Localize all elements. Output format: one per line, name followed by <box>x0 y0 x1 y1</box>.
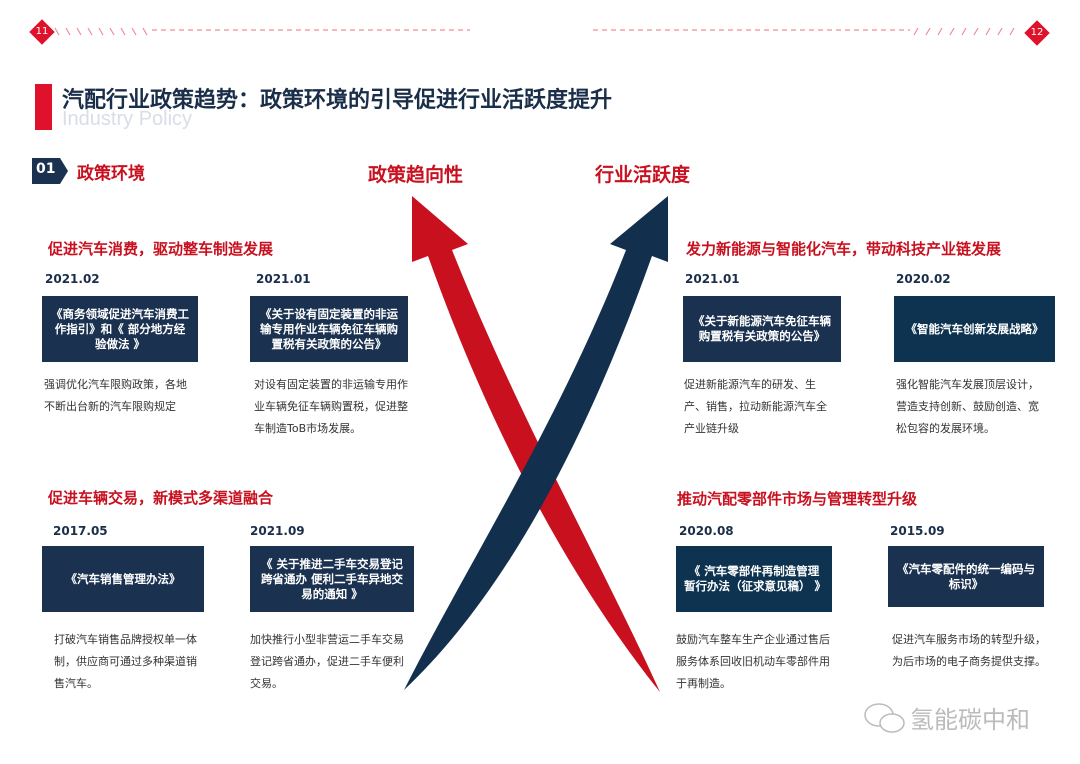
group-heading: 推动汽配零部件市场与管理转型升级 <box>677 490 918 508</box>
page-title: 汽配行业政策趋势：政策环境的引导促进行业活跃度提升 <box>62 88 613 113</box>
policy-desc: 促进新能源汽车的研发、生产、销售，拉动新能源汽车全产业链升级 <box>684 378 827 435</box>
policy-box: 《智能汽车创新发展战略》 <box>894 296 1055 362</box>
policy-box: 《 关于推进二手车交易登记跨省通办 便利二手车异地交易的通知 》 <box>250 546 414 612</box>
policy-desc: 强调优化汽车限购政策，各地不断出台新的汽车限购规定 <box>44 378 187 413</box>
page-number-left: 11 <box>35 26 49 37</box>
policy-date: 2021.01 <box>685 272 740 286</box>
title-accent-bar <box>35 84 52 130</box>
wechat-icon <box>864 703 905 733</box>
page-subtitle: Industry Policy <box>62 108 193 130</box>
policy-arrow <box>412 196 660 692</box>
policy-box: 《关于新能源汽车免征车辆购置税有关政策的公告》 <box>683 296 841 362</box>
policy-date: 2020.08 <box>679 524 734 538</box>
policy-date: 2015.09 <box>890 524 945 538</box>
page-number-right: 12 <box>1030 27 1044 38</box>
policy-date: 2020.02 <box>896 272 951 286</box>
policy-box: 《汽车零配件的统一编码与标识》 <box>888 546 1044 607</box>
section-number: 01 <box>36 161 56 177</box>
policy-desc: 对设有固定装置的非运输专用作业车辆免征车辆购置税，促进整车制造ToB市场发展。 <box>254 378 408 435</box>
section-label: 政策环境 <box>77 164 145 184</box>
policy-desc: 鼓励汽车整车生产企业通过售后服务体系回收旧机动车零部件用于再制造。 <box>676 633 830 690</box>
section-tag-shape <box>32 158 68 184</box>
policy-date: 2021.02 <box>45 272 100 286</box>
header-decoration <box>54 27 1015 36</box>
group-heading: 促进汽车消费，驱动整车制造发展 <box>48 240 274 258</box>
policy-date: 2017.05 <box>53 524 108 538</box>
policy-date: 2021.01 <box>256 272 311 286</box>
policy-date: 2021.09 <box>250 524 305 538</box>
group-heading: 发力新能源与智能化汽车，带动科技产业链发展 <box>686 240 1002 258</box>
policy-desc: 加快推行小型非营运二手车交易登记跨省通办，促进二手车便利交易。 <box>250 633 404 690</box>
activity-arrow <box>404 196 668 690</box>
policy-box: 《 汽车零部件再制造管理暂行办法（征求意见稿） 》 <box>676 546 832 612</box>
policy-desc: 促进汽车服务市场的转型升级，为后市场的电子商务提供支撑。 <box>892 633 1046 668</box>
industry-activity-label: 行业活跃度 <box>595 164 691 186</box>
policy-box: 《商务领域促进汽车消费工作指引》和《 部分地方经验做法 》 <box>42 296 198 362</box>
policy-desc: 强化智能汽车发展顶层设计，营造支持创新、鼓励创造、宽松包容的发展环境。 <box>896 378 1039 435</box>
watermark-text: 氢能碳中和 <box>910 706 1030 734</box>
policy-trend-label: 政策趋向性 <box>368 164 464 186</box>
policy-desc: 打破汽车销售品牌授权单一体制，供应商可通过多种渠道销售汽车。 <box>54 633 197 690</box>
group-heading: 促进车辆交易，新模式多渠道融合 <box>48 489 274 507</box>
policy-box: 《关于设有固定装置的非运输专用作业车辆免征车辆购置税有关政策的公告》 <box>250 296 408 362</box>
policy-box: 《汽车销售管理办法》 <box>42 546 204 612</box>
